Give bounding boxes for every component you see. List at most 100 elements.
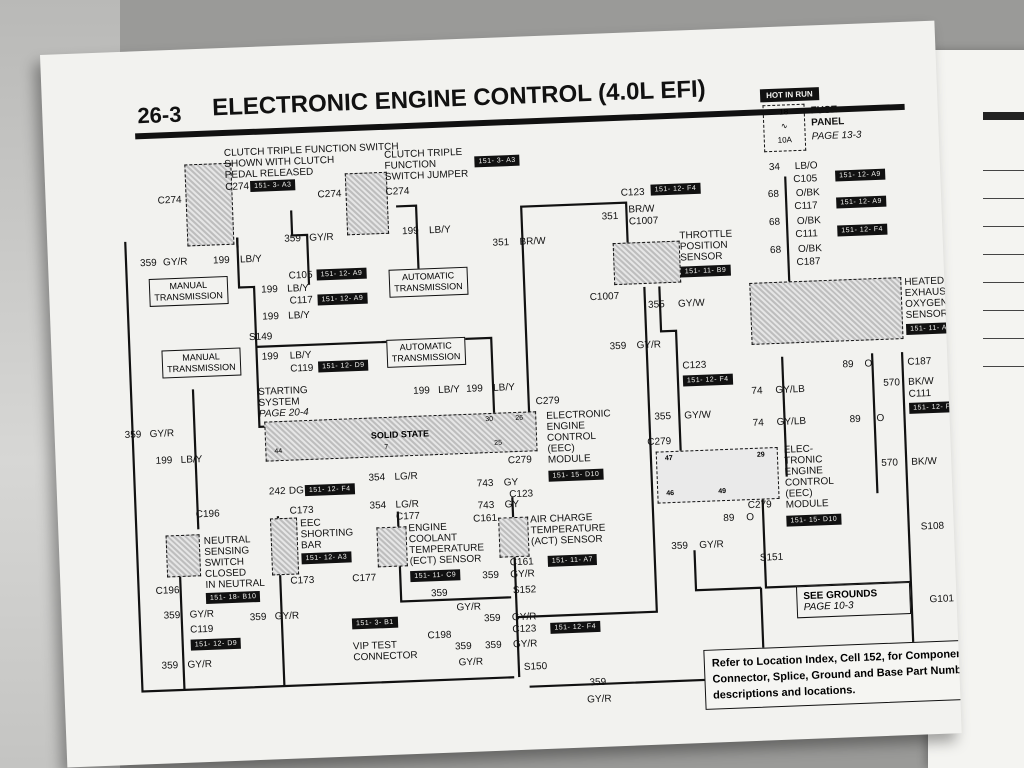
wire-label-68: 68 — [769, 244, 782, 257]
wire-label-359: 359 — [454, 640, 472, 653]
conn-c1007: C1007 — [628, 215, 659, 228]
location-index-note: Refer to Location Index, Cell 152, for C… — [703, 639, 962, 710]
pin-49: 49 — [718, 487, 727, 496]
ref-tag-a3: 151- 3- A3 — [249, 179, 296, 193]
eec-module-right: 47 29 46 49 — [655, 446, 780, 504]
wire-label-199: 199 — [401, 225, 419, 238]
wire-label-199: 199 — [412, 385, 431, 397]
adjacent-rule — [983, 170, 1024, 171]
wire-label-359: 359 — [483, 612, 501, 625]
conn-c196: C196 — [195, 508, 220, 521]
conn-c105: C105 — [793, 173, 818, 186]
eec-right-label-6: MODULE — [785, 498, 829, 511]
wire-label-199: 199 — [465, 383, 484, 395]
ref-tag-b9: 151- 11- B9 — [680, 264, 731, 278]
wire-s149-bus — [256, 336, 497, 438]
starting-system-ref: PAGE 20-4 — [258, 406, 309, 420]
wire-359-eec — [693, 550, 762, 592]
wire-label-obk: O/BK — [796, 215, 822, 228]
wire-label-bkw: BK/W — [907, 375, 934, 388]
wire-label-199: 199 — [260, 284, 279, 296]
conn-c177: C177 — [395, 510, 421, 523]
wire-label-gyr: GY/R — [309, 231, 334, 244]
wire-label-359: 359 — [163, 610, 181, 622]
fuse-panel-ref: PAGE 13-3 — [811, 129, 862, 143]
act-sensor-body — [498, 516, 530, 558]
ref-tag-f4: 151- 12- F4 — [550, 620, 601, 634]
automatic-transmission-box-upper: AUTOMATIC TRANSMISSION — [388, 266, 469, 298]
hego-label-4: SENSOR — [905, 308, 949, 321]
pin-26: 26 — [515, 414, 524, 423]
conn-c119: C119 — [290, 362, 314, 375]
see-grounds-box: SEE GROUNDS PAGE 10-3 — [795, 581, 912, 619]
wire-label-gylb: GY/LB — [775, 383, 806, 397]
splice-s149: S149 — [248, 331, 273, 344]
wire-label-74: 74 — [752, 417, 764, 429]
pin-46: 46 — [666, 489, 675, 498]
wire-359-top — [290, 210, 311, 285]
wire-label-68: 68 — [768, 216, 781, 229]
wire-label-gyr: GY/R — [699, 539, 724, 552]
wire-label-74: 74 — [751, 385, 763, 397]
wire-label-359: 359 — [124, 429, 142, 442]
wire-label-gyr: GY/R — [511, 611, 537, 624]
wire-label-743: 743 — [476, 477, 494, 490]
wire-label-gyr: GY/R — [512, 638, 538, 651]
ref-tag-d10: 151- 15- D10 — [548, 468, 604, 482]
adjacent-rule — [983, 338, 1024, 339]
wire-label-351: 351 — [601, 210, 619, 223]
transmission-label: TRANSMISSION — [391, 351, 461, 364]
wire-label-lby: LB/Y — [437, 384, 461, 396]
conn-c198: C198 — [427, 629, 452, 642]
fuse-box: 18 ∿ 10A — [762, 103, 807, 153]
ref-tag-f4: 151- 12- F4 — [682, 373, 733, 387]
splice-s108: S108 — [920, 520, 945, 533]
wire-label-lby: LB/Y — [492, 382, 516, 394]
wire-199-jumper — [396, 204, 421, 281]
conn-c123: C123 — [620, 186, 645, 199]
wire-label-359: 359 — [161, 660, 179, 672]
wire-label-89: 89 — [842, 358, 854, 371]
ref-tag-a3: 151- 3- A3 — [474, 154, 520, 168]
see-grounds-page: PAGE 10-3 — [803, 600, 854, 614]
wire-label-359: 359 — [484, 639, 502, 652]
wire-label-354: 354 — [368, 472, 386, 484]
wire-label-gyr: GY/R — [510, 568, 535, 581]
clutch-switch-conn: C274 — [225, 181, 250, 193]
wire-label-89: 89 — [723, 512, 735, 525]
manual-transmission-box-upper: MANUAL TRANSMISSION — [148, 275, 229, 307]
wire-label-354: 354 — [369, 500, 387, 512]
adjacent-page-bar — [983, 112, 1024, 120]
wire-label-lby: LB/Y — [289, 349, 312, 362]
wire-label-199: 199 — [262, 311, 280, 323]
conn-c177: C177 — [352, 572, 377, 585]
wire-label-o: O — [876, 412, 885, 425]
wire-label-359: 359 — [589, 676, 607, 689]
wire-label-lgr: LG/R — [395, 498, 420, 511]
fuse-panel-label-1: FUSE — [810, 104, 838, 117]
eec-label-5: MODULE — [547, 453, 591, 466]
ref-tag-f4: 151- 12- F4 — [837, 223, 888, 237]
pin-47: 47 — [664, 455, 673, 463]
conn-c279: C279 — [747, 499, 772, 512]
pin-29: 29 — [756, 451, 765, 459]
conn-c111: C111 — [795, 228, 819, 241]
ref-tag-a3: 151- 12- A3 — [301, 551, 352, 565]
wire-label-gyr: GY/R — [149, 428, 175, 441]
conn-c1007-lower: C1007 — [589, 290, 620, 304]
wire-label-lby: LB/Y — [428, 224, 451, 237]
wire-label-o: O — [864, 358, 873, 370]
shorting-bar-body — [269, 517, 300, 576]
ref-tag-a9: 151- 12- A9 — [835, 168, 886, 182]
wire-label-gylb: GY/LB — [776, 415, 807, 428]
ref-tag-a9: 151- 12- A9 — [316, 267, 367, 281]
ref-tag-b10: 151- 18- B10 — [205, 590, 261, 605]
wire-label-brw: BR/W — [628, 203, 655, 216]
solid-state-label: SOLID STATE — [370, 428, 430, 441]
wire-label-199: 199 — [155, 455, 173, 467]
wire-label-359: 359 — [284, 233, 302, 245]
automatic-transmission-box-lower: AUTOMATIC TRANSMISSION — [386, 336, 466, 368]
ref-tag-c9: 151- 11- C9 — [410, 569, 461, 583]
pin-25: 25 — [494, 439, 503, 447]
conn-c117: C117 — [289, 294, 313, 307]
